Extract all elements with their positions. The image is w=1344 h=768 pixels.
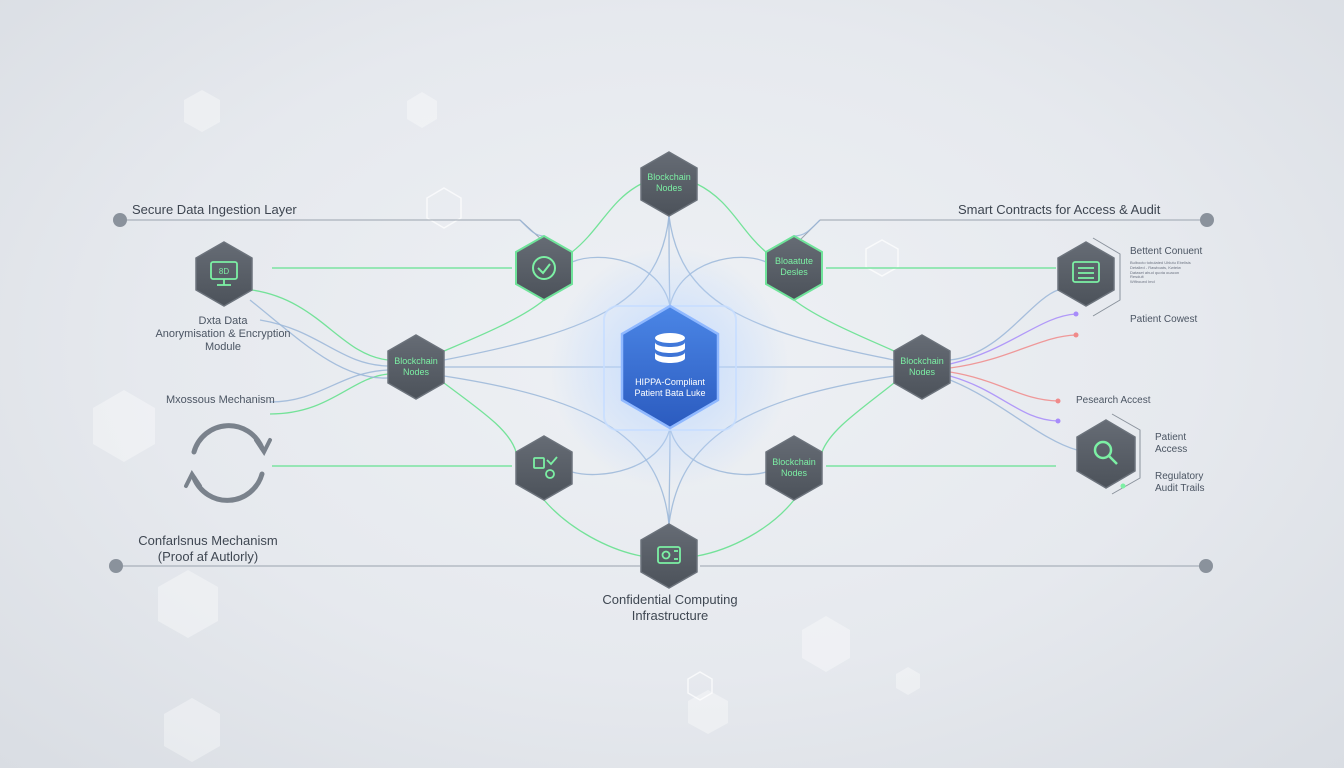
curve-left-mech-2	[269, 373, 389, 415]
node-upper-left[interactable]	[515, 234, 573, 302]
node-top[interactable]: Blockchain Nodes	[640, 151, 698, 217]
confidential-label: Confidential Computing Infrastructure	[580, 592, 760, 623]
curve-green-left-lower-left	[443, 382, 517, 453]
module-label: Dxta Data Anorymisation & Encryption Mod…	[150, 315, 296, 355]
regulatory-line2: Audit Trails	[1155, 483, 1205, 494]
node-upper-right-label-line1: Bloaatute	[775, 256, 813, 266]
node-lower-right-label-line1: Blockchain	[772, 457, 816, 467]
node-right-label-line1: Blockchain	[900, 356, 944, 366]
node-lower-left[interactable]	[515, 435, 573, 501]
monitor-icon: 8D	[210, 261, 238, 286]
curve-green-lower-right-bottom	[696, 499, 795, 557]
consent-detail-0: Bulbocto tobulated Uhlutu Ebelisis	[1130, 260, 1191, 265]
node-lower-right[interactable]: Blockchain Nodes	[765, 435, 823, 501]
patient-access-line2: Access	[1155, 444, 1188, 455]
module-label-line1: Dxta Data	[198, 315, 248, 327]
curve-right-research-1	[949, 371, 1059, 402]
consensus-label-line2: (Proof af Autlorly)	[157, 548, 259, 564]
curve-right-doc-1	[949, 289, 1059, 361]
research-access-label: Pesearch Accest	[1076, 395, 1151, 406]
curve-left-mech-1	[269, 369, 389, 403]
header-line-dots	[109, 213, 1214, 573]
document-icon	[1072, 261, 1100, 283]
header-smart-contracts: Smart Contracts for Access & Audit	[958, 202, 1161, 217]
clock-shield-icon	[532, 256, 556, 280]
patient-consent-label: Patient Cowest	[1130, 314, 1198, 325]
confidential-label-line2: Infrastructure	[631, 607, 709, 623]
node-top-label-line2: Nodes	[656, 183, 683, 193]
consent-detail-4: Wifiroued Imd	[1130, 279, 1155, 285]
curve-green-top-upper-left	[571, 183, 642, 253]
regulatory-label: Regulatory Audit Trails	[1155, 471, 1204, 495]
node-lower-right-label-line2: Nodes	[781, 468, 808, 478]
node-top-label-line1: Blockchain	[647, 172, 691, 182]
header-ingestion: Secure Data Ingestion Layer	[132, 202, 297, 217]
consensus-label: Confarlsnus Mechanism (Proof af Autlorly…	[120, 533, 296, 564]
anonymisation-module-node[interactable]: 8D	[195, 241, 253, 307]
database-icon	[655, 333, 685, 363]
curve-left-module-1	[251, 289, 389, 361]
central-data-lake[interactable]: HIPPA-Compliant Patient Bata Luke	[620, 304, 720, 430]
central-label-line1: HIPPA-Compliant	[635, 377, 705, 387]
node-upper-right[interactable]: Bloaatute Desles	[765, 234, 823, 302]
mechanism-label: Mxossous Mechanism	[166, 394, 275, 406]
refresh-cycle-icon	[184, 423, 272, 503]
module-label-line2: Anorymisation & Encryption	[155, 328, 291, 341]
curve-green-right-lower-right	[821, 382, 895, 453]
consent-bracket	[1092, 237, 1121, 317]
background-hexagon-outlines	[426, 187, 899, 701]
consent-document-node[interactable]	[1057, 241, 1115, 307]
node-right[interactable]: Blockchain Nodes	[893, 334, 951, 400]
patient-access-label: Patient Access	[1155, 432, 1187, 456]
node-left-label-line2: Nodes	[403, 367, 430, 377]
consent-detail-3: Resdult	[1130, 274, 1144, 280]
curve-left-module-3	[249, 299, 389, 379]
curve-right-doc-2	[949, 313, 1077, 365]
consent-detail-1: Detalled - Rawboats, Kwteiw	[1130, 264, 1181, 270]
green-links	[272, 267, 1056, 467]
curve-contract-link	[793, 219, 821, 237]
curve-right-research-2	[949, 375, 1059, 422]
curve-ingestion-link	[519, 219, 545, 237]
node-bottom[interactable]	[640, 523, 698, 589]
curve-green-lower-left-bottom	[543, 499, 642, 557]
patient-access-line1: Patient	[1155, 432, 1187, 443]
secure-chip-icon	[657, 546, 681, 564]
node-upper-right-label-line2: Desles	[780, 267, 808, 277]
background-hexagons	[93, 90, 920, 762]
consent-details: Bulbocto tobulated Uhlutu Ebelisis Detal…	[1130, 260, 1191, 285]
node-left-label-line1: Blockchain	[394, 356, 438, 366]
endpoint-dots	[1055, 311, 1126, 489]
central-label-line2: Patient Bata Luke	[634, 388, 705, 398]
consent-detail-2: Dataset ahud quota ouacon	[1130, 269, 1180, 275]
curve-green-upper-right-right	[793, 299, 895, 352]
node-left[interactable]: Blockchain Nodes	[387, 334, 445, 400]
bettent-consent-label: Bettent Conuent	[1130, 246, 1203, 257]
curve-green-upper-left-left	[443, 299, 545, 352]
curve-right-doc-3	[949, 334, 1077, 369]
module-label-line3: Module	[204, 341, 242, 354]
research-access-node[interactable]	[1076, 419, 1136, 489]
regulatory-line1: Regulatory	[1155, 471, 1204, 482]
checklist-icon	[533, 456, 558, 479]
search-icon	[1093, 440, 1118, 465]
access-bracket	[1111, 413, 1141, 495]
confidential-label-line1: Confidential Computing	[602, 592, 738, 607]
consensus-label-line1: Confarlsnus Mechanism	[138, 533, 278, 548]
monitor-icon-text: 8D	[219, 267, 229, 276]
curve-right-search	[949, 379, 1078, 451]
node-right-label-line2: Nodes	[909, 367, 936, 377]
curve-green-top-upper-right	[696, 183, 767, 253]
